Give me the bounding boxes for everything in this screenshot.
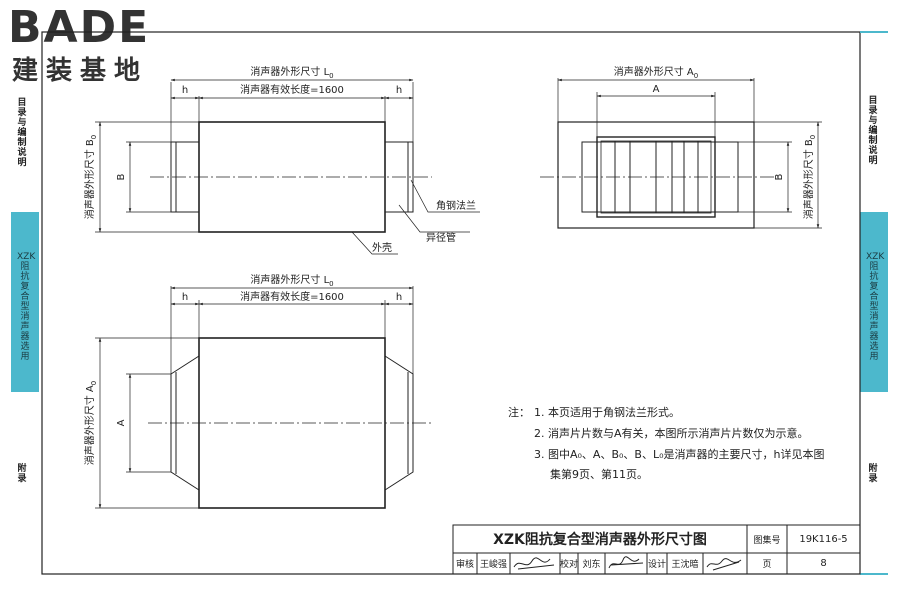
end-view-drawing [540, 78, 822, 229]
signature-scribble-1 [513, 557, 555, 570]
bl-outer-dim-label: 消声器外形尺寸 L0 [250, 273, 333, 288]
bl-h-right: h [396, 292, 402, 303]
plan-view-drawing [95, 286, 434, 509]
tr-b-label: B [774, 173, 785, 180]
drawing-title: XZK阻抗复合型消声器外形尺寸图 [493, 532, 707, 548]
tl-outer-dim-label: 消声器外形尺寸 L0 [250, 65, 333, 80]
bl-h-left: h [182, 292, 188, 303]
plan-taper-right [384, 355, 414, 491]
logo-brand: BADE [8, 2, 151, 53]
note-2: 2. 消声片片数与A有关，本图所示消声片片数仅为示意。 [534, 427, 809, 440]
page-number: 8 [820, 558, 827, 569]
callout-flange: 角钢法兰 [436, 199, 476, 212]
checker-name: 刘东 [582, 560, 601, 570]
tl-effective-length: 消声器有效长度=1600 [240, 83, 344, 96]
designer-signature [703, 553, 747, 574]
designer-name: 王沈暗 [671, 560, 699, 570]
left-tab-contents[interactable]: 目录与编制说明 [17, 98, 27, 168]
note-1: 1. 本页适用于角钢法兰形式。 [534, 406, 680, 419]
tr-outer-dim-label: 消声器外形尺寸 A0 [614, 65, 699, 80]
sheet-border [41, 31, 861, 575]
brand-logo: BADE 建装基地 [8, 2, 178, 86]
bl-a0-label: 消声器外形尺寸 A0 [83, 381, 98, 466]
design-label: 设计 [647, 560, 666, 570]
atlas-number: 19K116-5 [799, 533, 848, 545]
callout-shell: 外壳 [372, 241, 392, 254]
note-3-cont: 集第9页、第11页。 [550, 468, 648, 481]
tr-a-label: A [653, 84, 660, 95]
tl-b0-label: 消声器外形尺寸 B0 [83, 135, 98, 220]
left-tab-section[interactable]: XZK阻抗复合型消声器选用 [17, 252, 36, 362]
right-tab-contents[interactable]: 目录与编制说明 [868, 96, 878, 166]
reviewer-name: 王峻强 [479, 560, 507, 570]
reducer-right [384, 141, 414, 213]
end-outer-frame [557, 121, 755, 229]
right-tab-section[interactable]: XZK阻抗复合型消声器选用 [866, 252, 885, 362]
reviewer-signature [510, 553, 560, 574]
right-tab-section-band[interactable] [860, 212, 888, 392]
tl-b-label: B [116, 173, 127, 180]
page-label: 页 [762, 560, 772, 570]
tr-b0-label: 消声器外形尺寸 B0 [802, 135, 817, 220]
bl-a-label: A [116, 419, 127, 426]
right-tab-appendix[interactable]: 附录 [868, 464, 878, 484]
left-tab-section-band[interactable] [11, 212, 39, 392]
side-view-drawing [95, 78, 480, 255]
bl-effective-length: 消声器有效长度=1600 [240, 290, 344, 303]
tl-h-right: h [396, 85, 402, 96]
plan-taper-left [170, 355, 200, 491]
notes-prefix: 注： [508, 406, 530, 419]
check-label: 校对 [560, 560, 579, 570]
callout-reducer: 异径管 [426, 231, 456, 244]
note-3: 3. 图中A₀、A、B₀、B、L₀是消声器的主要尺寸，h详见本图 [534, 448, 825, 461]
title-block-lines [452, 524, 861, 575]
logo-subtitle: 建装基地 [12, 56, 149, 86]
review-label: 审核 [455, 560, 474, 570]
signature-scribble-2 [608, 556, 644, 569]
atlas-label: 图集号 [753, 535, 781, 546]
left-tab-appendix[interactable]: 附录 [17, 464, 27, 484]
signature-scribble-3 [706, 558, 742, 571]
tl-h-left: h [182, 85, 188, 96]
checker-signature [605, 553, 647, 574]
